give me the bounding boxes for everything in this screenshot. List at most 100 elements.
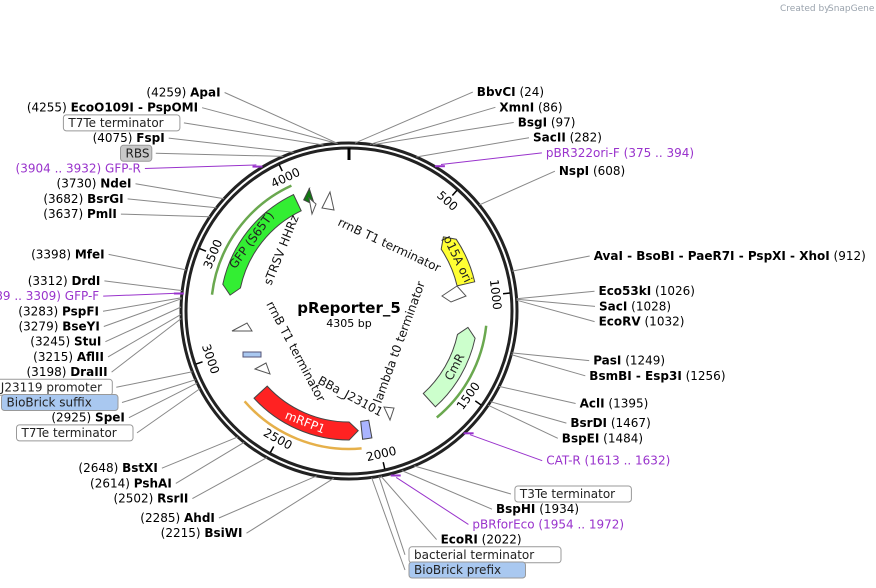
box-feature-biobrick-prefix-2-label: BioBrick prefix [414, 563, 501, 577]
site-bseyi-label: (3279) BseYI [18, 320, 99, 334]
plasmid-name: pReporter_5 [297, 299, 401, 317]
site-bsmbi-esp3i-name: BsmBI - Esp3I [589, 369, 681, 383]
site-ecorv-label: EcoRV (1032) [599, 315, 685, 329]
feature-arc-cmr [422, 326, 476, 408]
site-ecori-position: (2022) [478, 533, 522, 547]
site-saci-leader [516, 298, 596, 307]
site-bsgi-label: BsgI (97) [518, 116, 576, 130]
primer-gfp-r-leader [144, 164, 257, 169]
primer-pbr322ori-f-leader [440, 152, 542, 165]
primer-cat-r-label: CAT-R (1613 .. 1632) [546, 454, 670, 468]
primer-pbrforeco-leader [395, 476, 469, 525]
site-acli-label: AclI (1395) [580, 397, 649, 411]
backbone-outer-ring [179, 141, 519, 481]
site-mfei-leader [108, 253, 187, 271]
tick-1000 [502, 292, 511, 295]
box-feature-t3te-terminator-0-leader [413, 465, 512, 495]
site-stui-label: (3245) StuI [30, 335, 101, 349]
site-fspi-label: (4075) FspI [93, 131, 165, 145]
site-ecoo109i-pspomi-position: (4255) [27, 101, 71, 115]
site-bsrgi-name: BsrGI [87, 192, 124, 206]
site-bsrdi-name: BsrDI [570, 416, 607, 430]
site-sacii-name: SacII [533, 131, 566, 145]
site-draiii-name: DraIII [70, 365, 107, 379]
site-bsrdi-label: BsrDI (1467) [570, 416, 650, 430]
site-bsrdi-leader [490, 401, 567, 424]
box-feature-biobrick-suffix-4-label: BioBrick suffix [7, 396, 92, 410]
site-ecoo109i-pspomi-label: (4255) EcoO109I - PspOMI [27, 101, 198, 115]
site-bbvci-label: BbvCI (24) [477, 85, 544, 99]
inner-label-rrnb-top: rrnB T1 terminator [336, 215, 443, 275]
primer-cat-r-leader [469, 434, 543, 462]
site-bsphi-position: (1934) [535, 502, 579, 516]
site-saci-position: (1028) [627, 299, 671, 313]
rrnb-terminator-glyph [321, 190, 335, 211]
box-feature-t7te-terminator-7-box [62, 114, 181, 132]
site-bsphi-name: BspHI [496, 502, 535, 516]
box-feature-biobrick-prefix-2-leader [371, 477, 406, 571]
tick-500 [451, 189, 458, 196]
site-pasi-label: PasI (1249) [593, 354, 665, 368]
tick-label-3000: 3000 [199, 342, 222, 375]
site-ahdi-label: (2285) AhdI [140, 511, 215, 525]
site-bseyi-leader [103, 298, 182, 327]
site-mfei-name: MfeI [75, 247, 105, 261]
site-stui-name: StuI [74, 335, 101, 349]
site-bstxi-leader [161, 436, 238, 469]
site-bsiwi-name: BsiWI [204, 526, 242, 540]
site-pspfi-name: PspFI [62, 304, 99, 318]
site-bseyi-position: (3279) [18, 320, 62, 334]
site-bstxi-label: (2648) BstXI [78, 461, 157, 475]
box-feature-biobrick-prefix-2-box [408, 561, 526, 579]
site-xmni-name: XmnI [499, 100, 534, 114]
site-rsrii-position: (2502) [113, 492, 157, 506]
site-spei-name: SpeI [95, 411, 125, 425]
site-pmli-label: (3637) PmlI [43, 207, 117, 221]
box-feature-bacterial-terminator-1-leader [378, 476, 406, 555]
site-apai-label: (4259) ApaI [146, 86, 220, 100]
site-bsmbi-esp3i-label: BsmBI - Esp3I (1256) [589, 369, 725, 383]
feature-arc-feature-2 [360, 419, 373, 440]
primer-gfp-f-label: (3289 .. 3309) GFP-F [0, 289, 99, 303]
site-ecoo109i-pspomi-leader [201, 107, 337, 144]
site-bbvci-leader [354, 91, 473, 144]
restriction-sites-layer: BbvCI (24)XmnI (86)BsgI (97)SacII (282)N… [18, 85, 866, 546]
tick-1500 [474, 400, 482, 406]
site-bsmbi-esp3i-position: (1256) [682, 369, 726, 383]
site-pmli-leader [120, 213, 211, 218]
site-bbvci-position: (24) [516, 85, 544, 99]
tick-label-500: 500 [434, 188, 460, 214]
site-ndei-name: NdeI [100, 177, 131, 191]
tick-label-3500: 3500 [201, 237, 226, 271]
site-xmni-position: (86) [534, 100, 562, 114]
site-eco53ki-position: (1026) [651, 284, 695, 298]
site-rsrii-leader [192, 457, 268, 500]
lambda-terminator-glyph [441, 285, 467, 303]
small-term-glyph [253, 362, 271, 375]
site-ecorv-position: (1032) [641, 315, 685, 329]
site-bbvci-name: BbvCI [477, 85, 516, 99]
site-rsrii-label: (2502) RsrII [113, 492, 188, 506]
site-pasi-leader [511, 352, 590, 362]
site-bspei-name: BspEI [562, 431, 600, 445]
box-feature-j23119-promoter-5-label: J23119 promoter [0, 380, 102, 394]
site-bspei-leader [487, 404, 559, 439]
site-bsiwi-position: (2215) [161, 526, 205, 540]
box-feature-t3te-terminator-0-box [514, 485, 632, 503]
tick-2500 [269, 446, 275, 453]
site-drdi-label: (3312) DrdI [28, 274, 101, 288]
site-pasi-position: (1249) [621, 354, 665, 368]
site-pspfi-label: (3283) PspFI [18, 304, 99, 318]
site-bsrgi-leader [127, 198, 217, 209]
box-feature-t7te-terminator-3-leader [136, 388, 201, 434]
feature-arc-p15a-ori [440, 236, 476, 287]
site-ndei-leader [135, 183, 225, 200]
plasmid-size: 4305 bp [326, 317, 371, 330]
rrnb-t1-left-glyph [231, 322, 253, 332]
bba-promoter-glyph [383, 406, 395, 422]
orf-guide-1 [243, 400, 362, 451]
site-avai-bsobi-paer7i-pspxi-xhoi-leader [512, 255, 590, 272]
box-feature-t7te-terminator-3-box [16, 424, 134, 442]
tick-4000 [278, 164, 283, 172]
site-pasi-name: PasI [593, 354, 621, 368]
